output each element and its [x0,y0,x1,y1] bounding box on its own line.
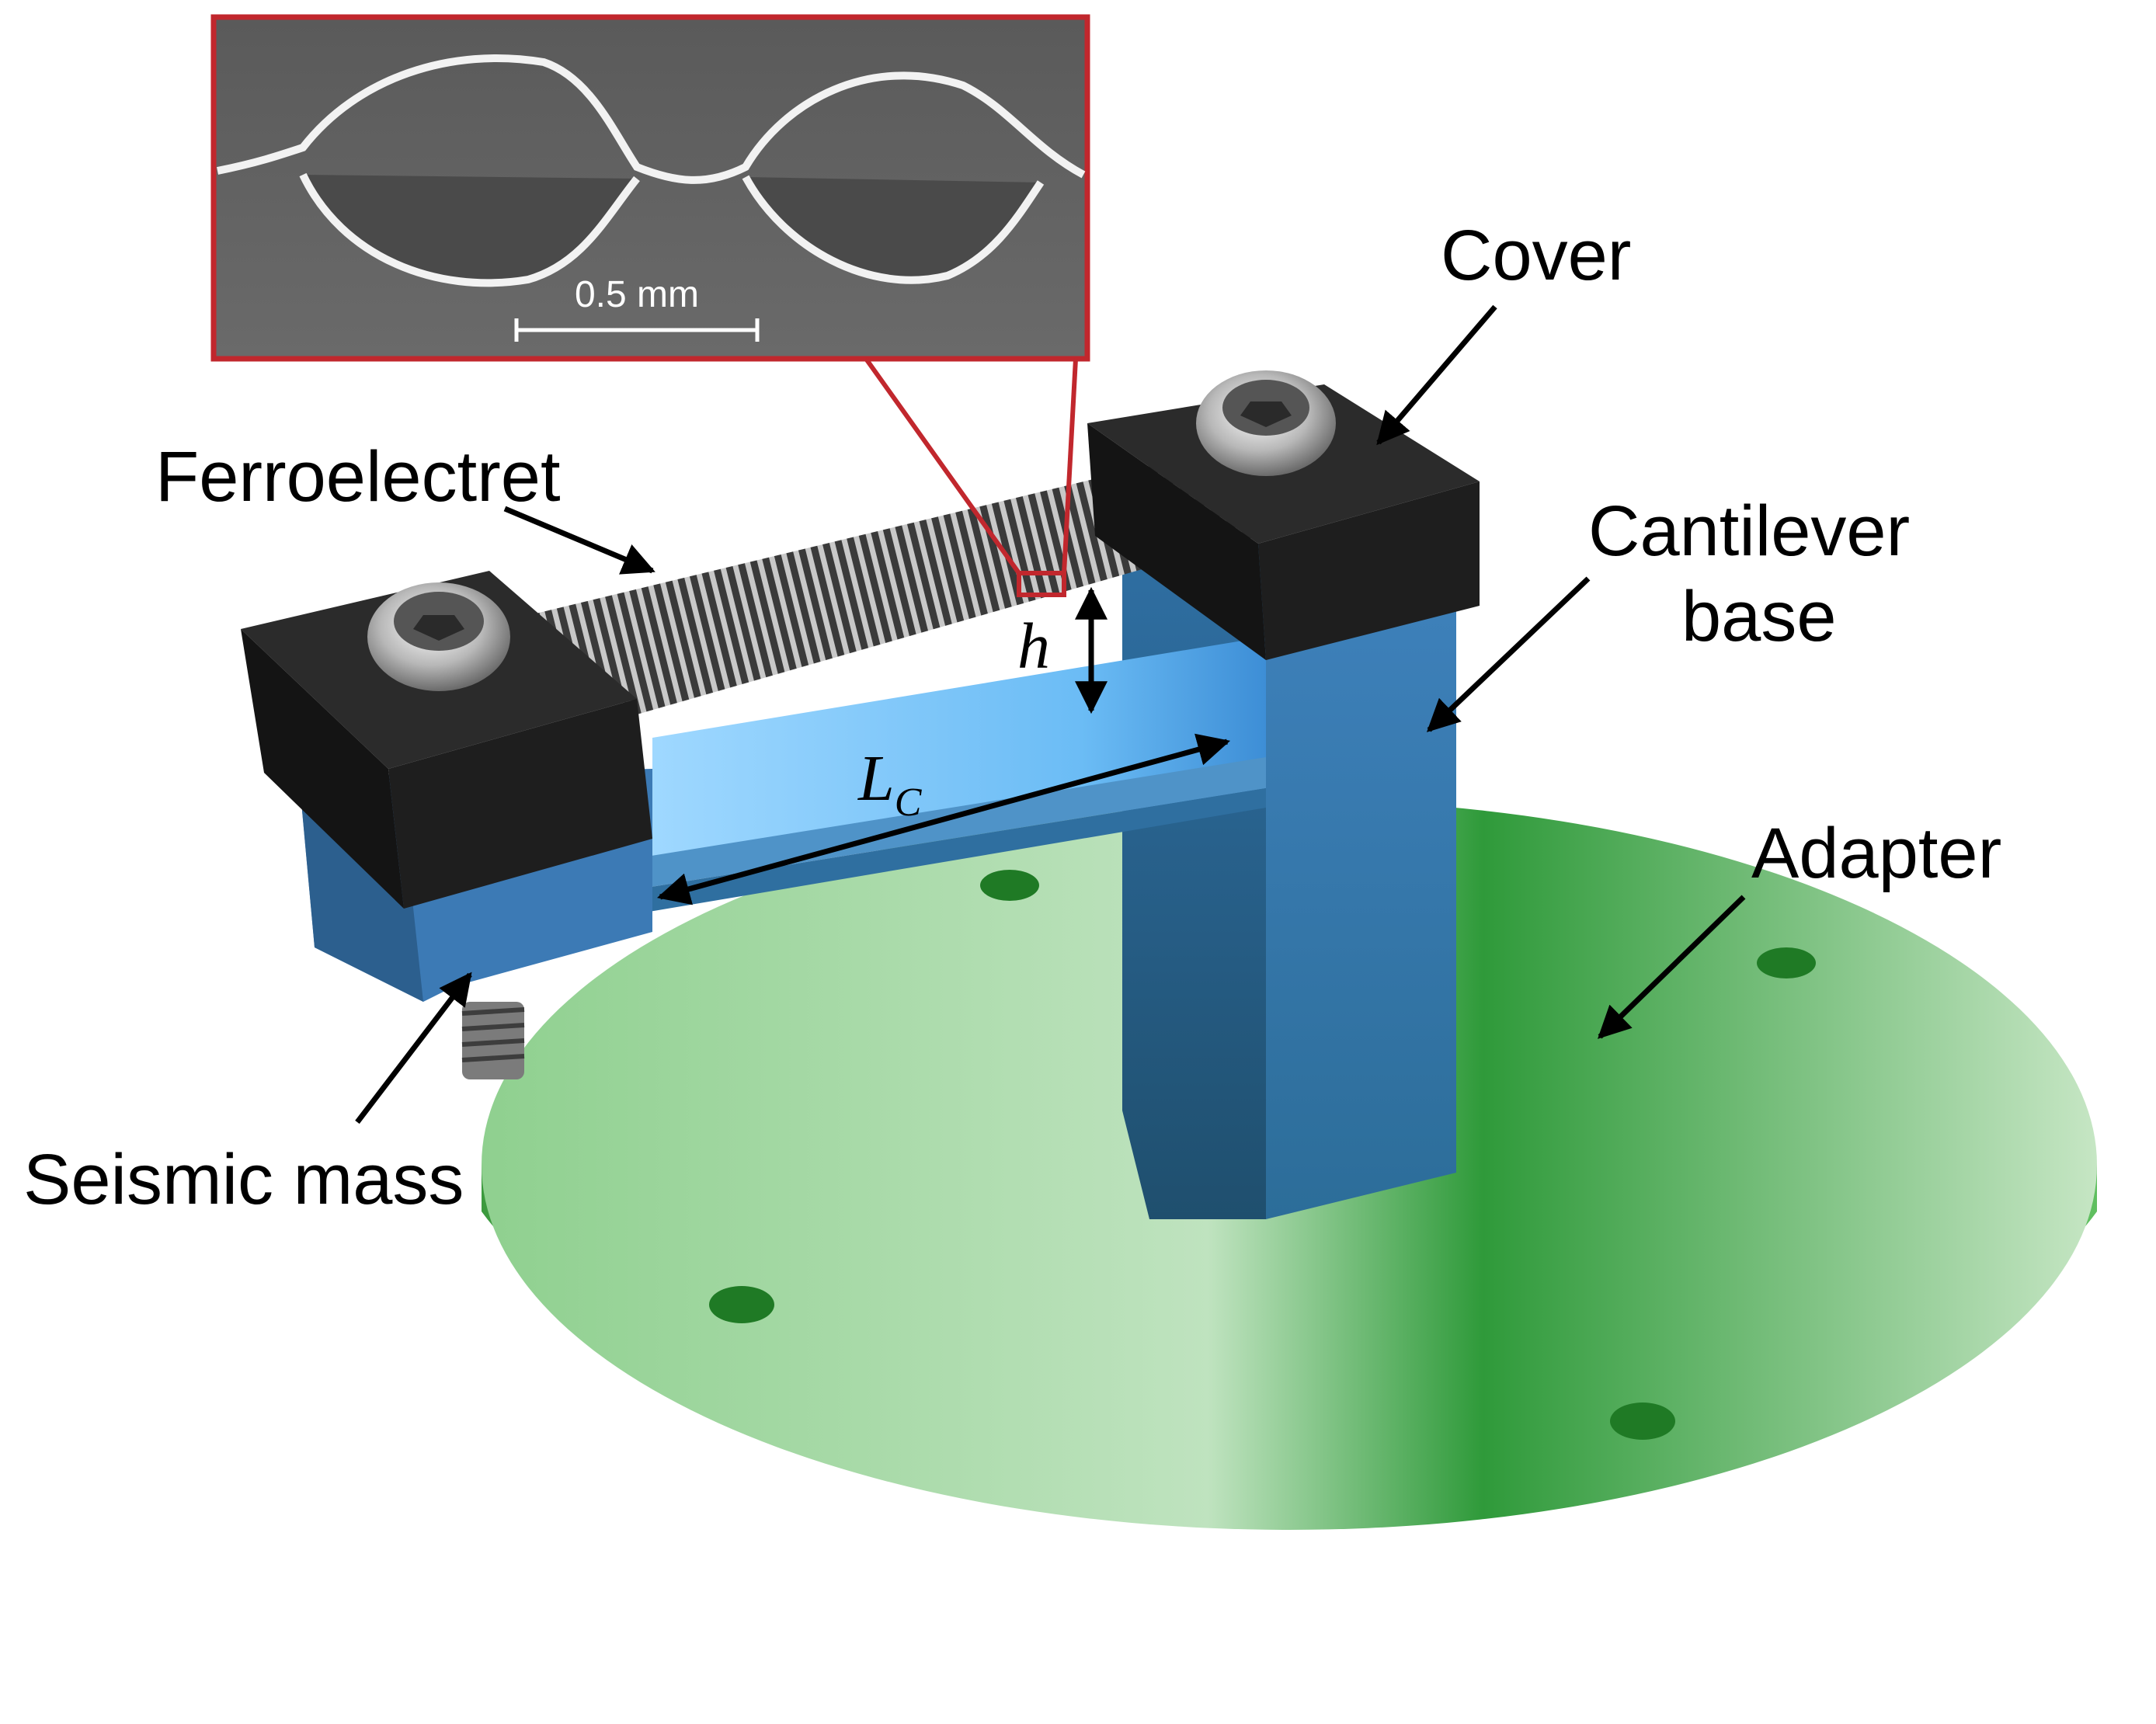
adapter-label: Adapter [1751,814,2001,893]
sem-profile [217,54,1086,184]
scale-bar-label: 0.5 mm [575,274,699,315]
length-symbol: LC [857,742,923,825]
bolt-left [367,582,510,691]
seismic-mass-label: Seismic mass [23,1140,464,1219]
adapter-hole [1610,1402,1675,1440]
adapter-hole [980,870,1039,901]
adapter-hole [709,1286,774,1323]
ferroelectret-film [536,458,1258,714]
zoom-indicator [864,357,1078,597]
ferroelectret-label: Ferroelectret [155,437,561,516]
cantilever-label-line1: Cantilever [1588,492,1910,571]
leader-lines [355,304,1746,1124]
adapter-hole [1757,947,1816,978]
length-dimension: LC [656,733,1231,905]
bolt-right [1196,370,1336,476]
cantilever-label-line2: base [1681,577,1837,656]
height-dimension: h [1017,586,1108,714]
height-symbol: h [1017,610,1050,683]
cover-label: Cover [1441,216,1631,295]
sem-inset: 0.5 mm [210,14,1090,362]
